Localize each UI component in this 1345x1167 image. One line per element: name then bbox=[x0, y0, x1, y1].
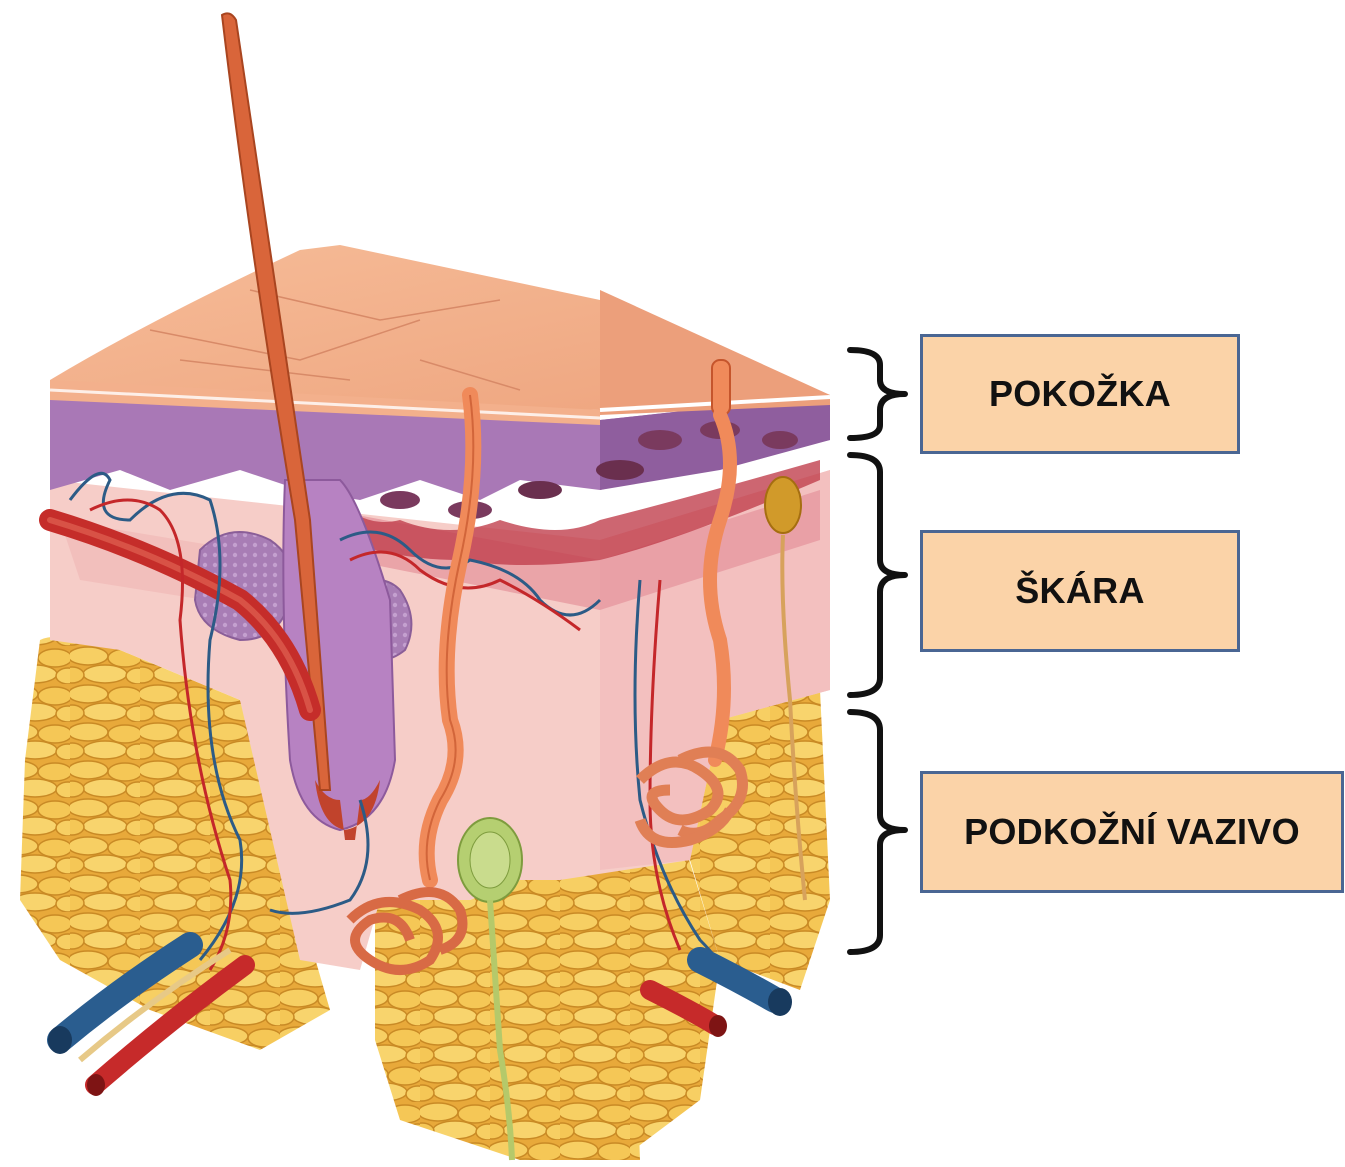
bracket-epidermis bbox=[850, 350, 905, 438]
label-dermis-text: ŠKÁRA bbox=[1015, 570, 1145, 612]
label-hypodermis: PODKOŽNÍ VAZIVO bbox=[920, 771, 1344, 893]
bracket-dermis bbox=[850, 455, 905, 695]
label-hypodermis-text: PODKOŽNÍ VAZIVO bbox=[964, 811, 1300, 853]
label-epidermis-text: POKOŽKA bbox=[989, 373, 1171, 415]
layer-brackets bbox=[850, 350, 905, 952]
label-epidermis: POKOŽKA bbox=[920, 334, 1240, 454]
bracket-hypodermis bbox=[850, 712, 905, 952]
label-dermis: ŠKÁRA bbox=[920, 530, 1240, 652]
